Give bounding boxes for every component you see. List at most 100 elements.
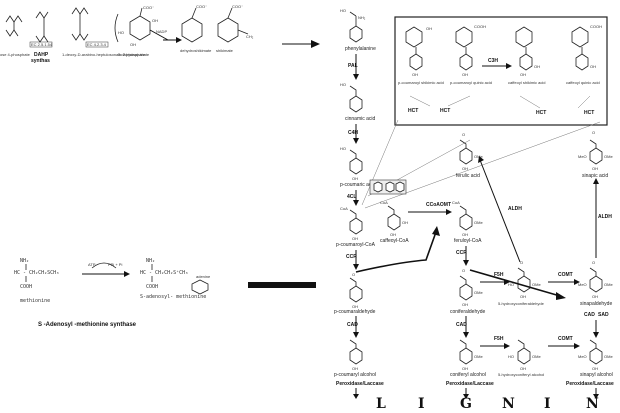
lignin-letter-3: G (460, 396, 473, 412)
sam-synthase: NH₂ HC - CH₂CH₂SCH₃ COOH methionine ATP … (14, 258, 316, 328)
comt1-label: COMT (558, 272, 573, 278)
svg-text:OH: OH (462, 232, 468, 237)
methionine-label: methionine (20, 298, 50, 304)
lignin-label: L I G N I N (376, 396, 600, 412)
sad-label: SAD (598, 312, 609, 318)
lignin-letter-2: I (418, 396, 426, 412)
svg-text:COOH: COOH (146, 284, 158, 290)
sam-product-label: S-adenosyl- methionine (140, 294, 206, 300)
inset-c2: p-coumaroyl quinic acid (450, 80, 492, 85)
lignin-letter-6: N (586, 396, 600, 412)
ec-box-1: EC 2.5.1.54 (31, 42, 53, 47)
svg-text:OMe: OMe (532, 354, 541, 359)
bold-bar (248, 282, 316, 288)
4cl-label: 4CL (347, 194, 356, 200)
coa-label-1: CoA (340, 206, 348, 211)
f5h1-label: F5H (494, 272, 504, 278)
phenylalanine-label: phenylalanine (345, 46, 376, 52)
coa-label-2: CoA (380, 200, 388, 205)
cinnamic-label: cinnamic acid (345, 116, 376, 122)
cad2-label: CAD (456, 322, 467, 328)
svg-text:HO: HO (508, 282, 514, 287)
cad1-label: CAD (347, 322, 358, 328)
synthase-label: synthas (31, 58, 50, 64)
svg-text:NH₂: NH₂ (358, 15, 366, 20)
coa-label-3: CoA (452, 200, 460, 205)
svg-text:OH: OH (520, 72, 526, 77)
svg-text:OH: OH (592, 294, 598, 299)
svg-text:HO: HO (118, 30, 124, 35)
sam-title: S -Adenosyl -methionine synthase (38, 322, 137, 328)
aldh2-label: ALDH (598, 214, 612, 220)
svg-text:OH: OH (412, 72, 418, 77)
svg-text:MeO: MeO (578, 282, 587, 287)
svg-text:HC - CH₂CH₂S⁺CH₃: HC - CH₂CH₂S⁺CH₃ (140, 270, 188, 276)
svg-text:OH: OH (130, 42, 136, 47)
dahp-label: DAHP (34, 52, 49, 58)
c4h-label: C4H (348, 130, 358, 136)
svg-text:OMe: OMe (474, 354, 483, 359)
adenine-label: adenine (196, 274, 211, 279)
pcoumaric-acid-label: p-coumaric acid (340, 182, 376, 188)
aldh1-label: ALDH (508, 206, 522, 212)
shik-lbl-8: shikimate (216, 48, 234, 53)
inset-c1: p-coumaroyl shikimic acid (398, 80, 444, 85)
caffeoyl-coa-label: caffeoyl-CoA (380, 238, 409, 244)
sinapyl-alcohol-label: sinapyl alcohol (580, 372, 613, 378)
lignin-letter-5: I (544, 396, 552, 412)
ec-box-2: EC 4.2.3.4 (87, 42, 107, 47)
svg-text:O: O (462, 268, 465, 273)
ccr1-label: CCR (346, 254, 357, 260)
feruloyl-coa-label: feruloyl-CoA (454, 238, 482, 244)
svg-text:HO: HO (340, 8, 346, 13)
svg-text:NH₂: NH₂ (20, 258, 29, 264)
svg-text:O: O (592, 130, 595, 135)
svg-text:OH: OH (352, 236, 358, 241)
svg-text:HO: HO (340, 146, 346, 151)
svg-text:OMe: OMe (604, 282, 613, 287)
inset-hct1: HCT (408, 108, 418, 114)
sinapaldehyde-label: sinapaldehyde (580, 301, 612, 307)
svg-text:O: O (462, 132, 465, 137)
svg-text:OMe: OMe (474, 220, 483, 225)
inset-hct4: HCT (584, 110, 594, 116)
shik-lbl-4: 1-deoxy-D-arabino-heptulosonate 7-phosph… (62, 52, 146, 57)
svg-text:OH: OH (592, 366, 598, 371)
svg-text:OH: OH (462, 166, 468, 171)
coniferaldehyde-label: coniferaldehyde (450, 309, 486, 315)
svg-text:OH: OH (462, 302, 468, 307)
svg-text:HO: HO (340, 82, 346, 87)
pcoumaroyl-coa-label: p-coumaroyl-CoA (336, 242, 376, 248)
f5h2-label: F5H (494, 336, 504, 342)
svg-text:OMe: OMe (604, 154, 613, 159)
svg-text:OH: OH (592, 166, 598, 171)
svg-text:OMe: OMe (474, 154, 483, 159)
shik-lbl-1: ose 4-phosphate (0, 52, 31, 57)
inset-c4: caffeoyl quinic acid (566, 80, 600, 85)
svg-text:O: O (520, 260, 523, 265)
svg-text:CH₂: CH₂ (246, 34, 254, 39)
atp-label: ATP (88, 262, 96, 267)
shik-lbl-7: dehydroshikimate (180, 48, 212, 53)
svg-text:HC - CH₂CH₂SCH₃: HC - CH₂CH₂SCH₃ (14, 270, 59, 276)
svg-text:OH: OH (534, 64, 540, 69)
svg-text:OH: OH (426, 26, 432, 31)
cad3-label: CAD (584, 312, 595, 318)
svg-text:OMe: OMe (474, 290, 483, 295)
svg-text:NH₂: NH₂ (146, 258, 155, 264)
guaiacyl-column: CoA OH OH caffeoyl-CoA CCoAOMT CoA OMe O… (380, 132, 522, 399)
svg-text:O: O (592, 260, 595, 265)
inset-hct3: HCT (536, 110, 546, 116)
svg-text:MeO: MeO (578, 154, 587, 159)
svg-text:OH: OH (462, 72, 468, 77)
svg-text:OH: OH (352, 176, 358, 181)
inset-c3h: C3H (488, 58, 498, 64)
svg-text:COO⁻: COO⁻ (143, 5, 154, 10)
pcoumaryl-alcohol-label: p-coumaryl alcohol (334, 372, 376, 378)
sinapic-acid-label: sinapic acid (582, 173, 608, 179)
main-column: HO NH₂ phenylalanine PAL HO cinnamic aci… (334, 8, 384, 399)
svg-text:OMe: OMe (532, 282, 541, 287)
svg-text:COOH: COOH (474, 24, 486, 29)
ppi-label: PPi + Pi (108, 262, 122, 267)
